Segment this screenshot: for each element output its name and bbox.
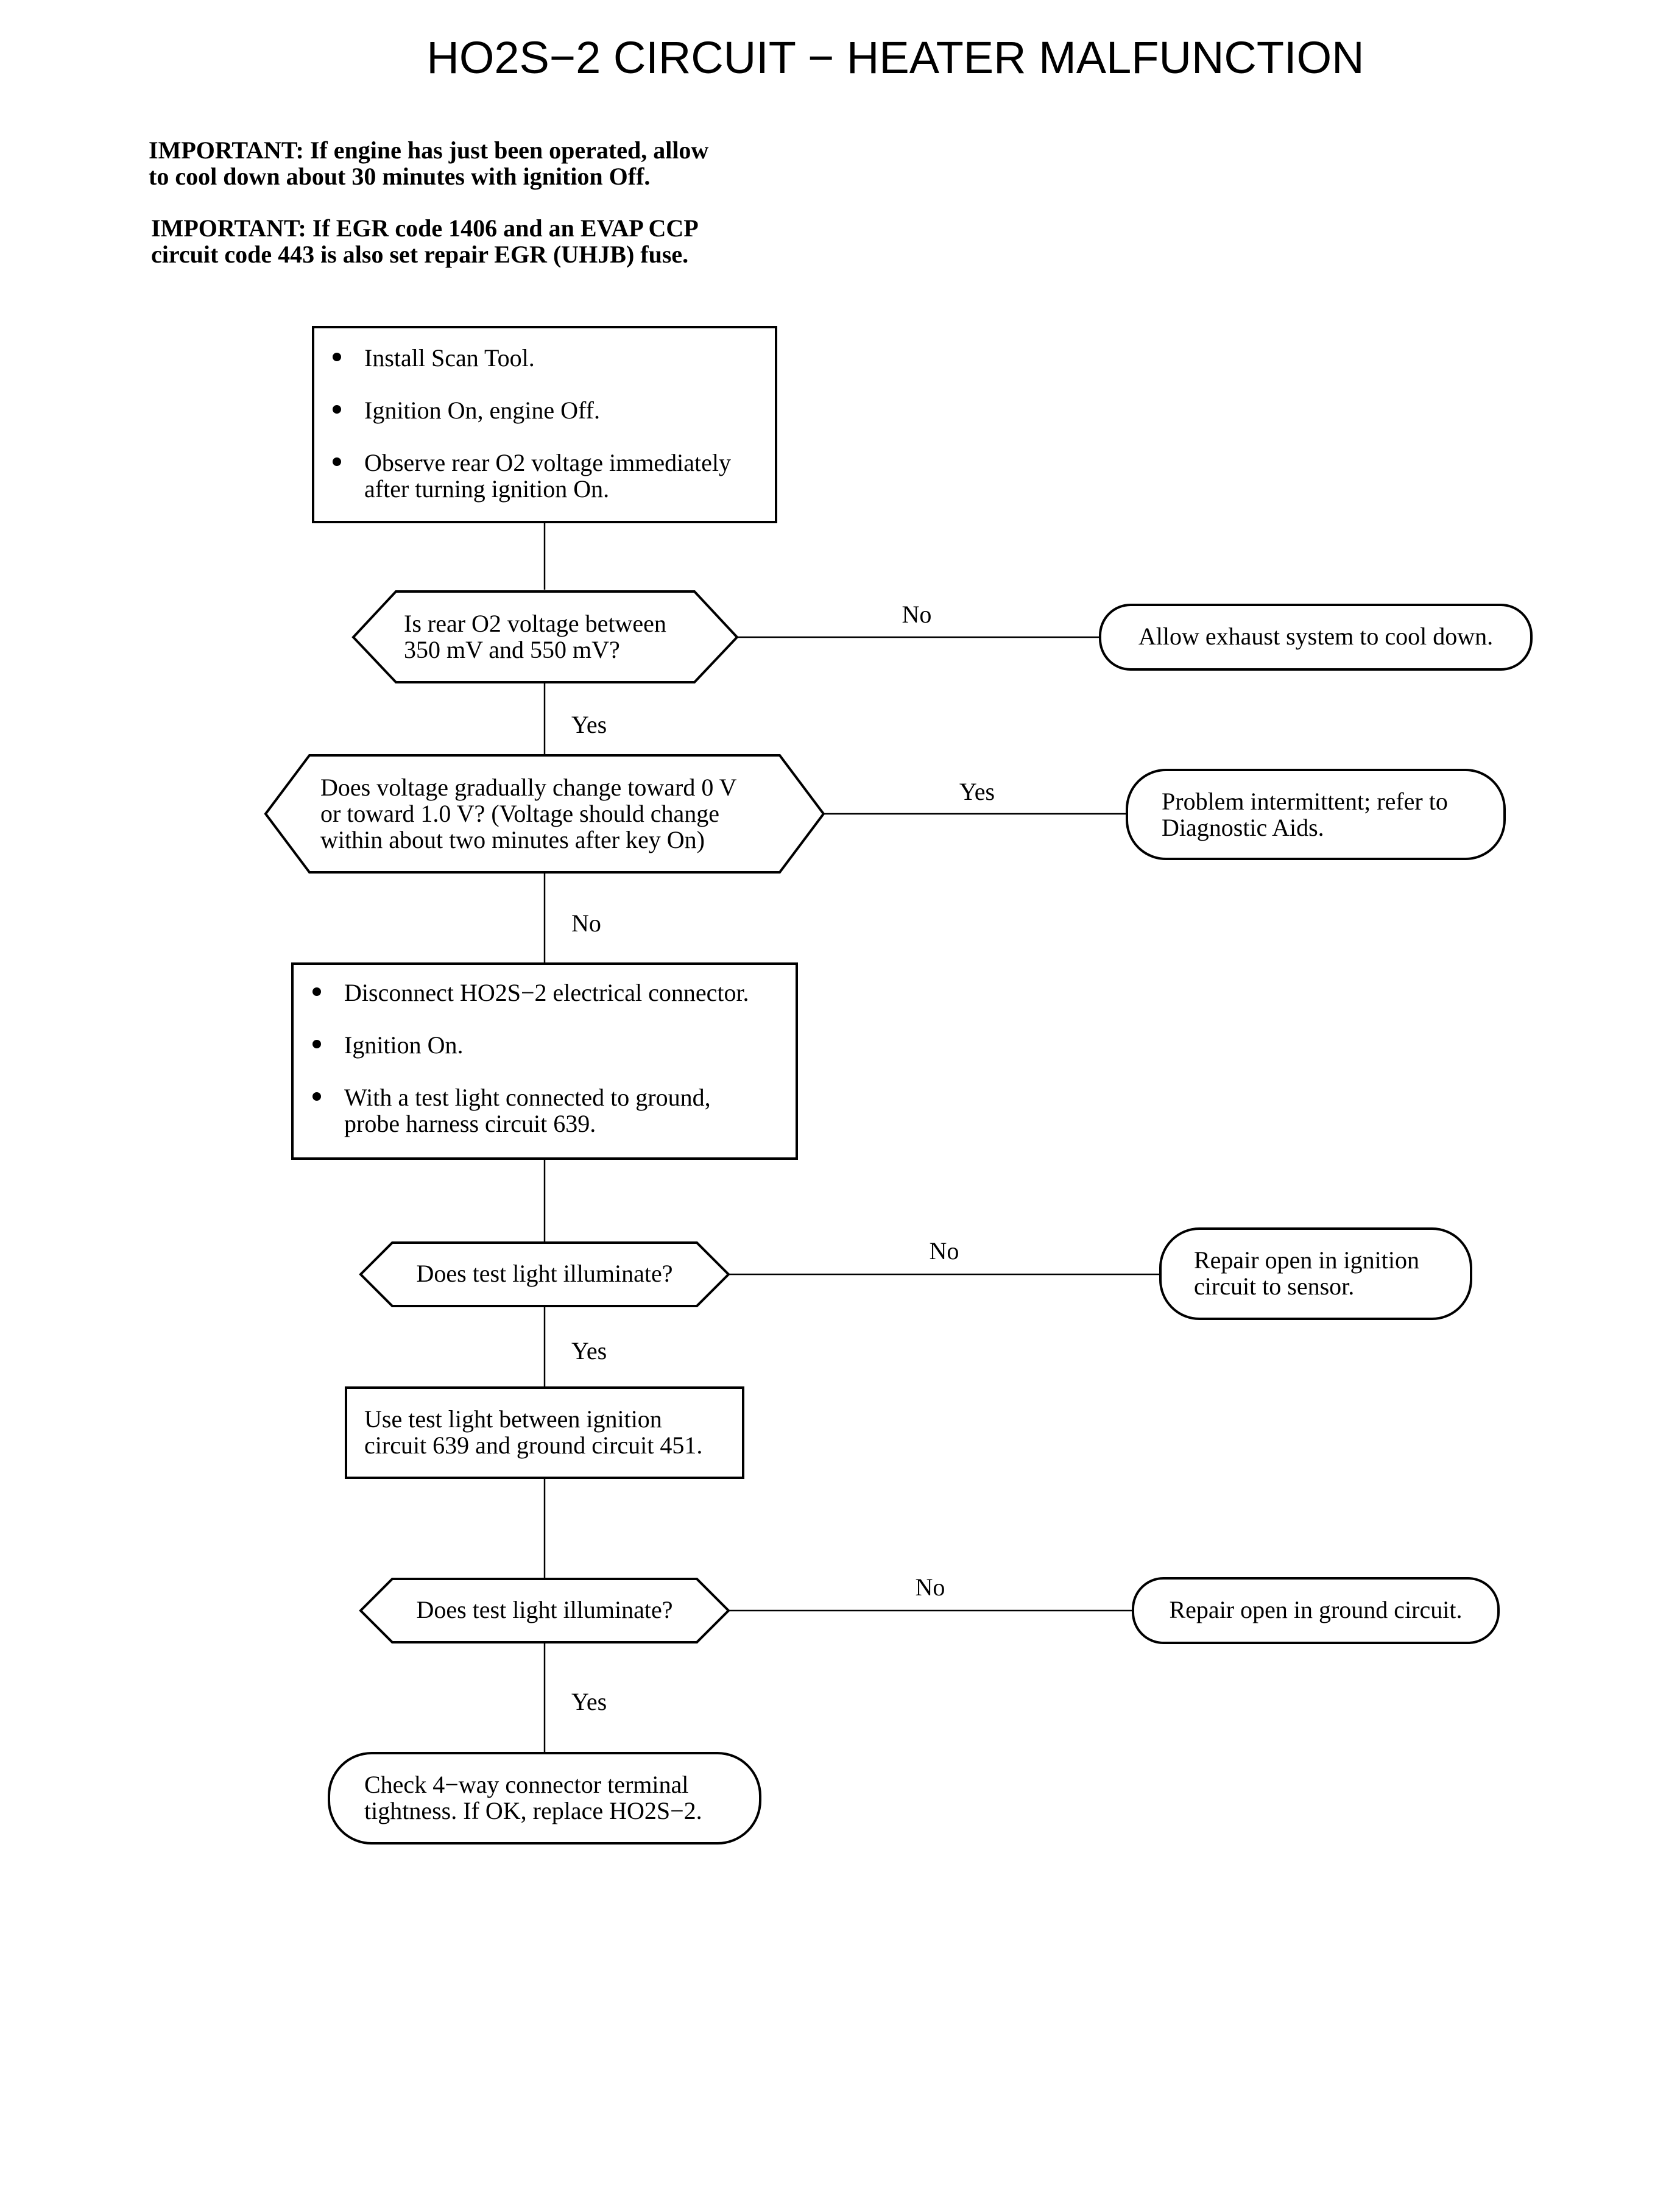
step-disconnect-connector: Disconnect HO2S−2 electrical connector. … [291, 962, 798, 1160]
branch-label-yes: Yes [959, 778, 995, 805]
step-item: probe harness circuit 639. [344, 1110, 596, 1137]
step-item: With a test light connected to ground, [344, 1084, 711, 1111]
result-terminal [1099, 604, 1533, 671]
step-item: Observe rear O2 voltage immediately [364, 449, 731, 476]
branch-label-yes: Yes [571, 1337, 607, 1364]
step-box [291, 962, 798, 1160]
result-text: Problem intermittent; refer to [1162, 788, 1448, 815]
decision-text: or toward 1.0 V? (Voltage should change [320, 800, 719, 827]
step-item: Ignition On, engine Off. [364, 397, 600, 424]
step-item: after turning ignition On. [364, 475, 609, 503]
result-text: circuit to sensor. [1194, 1273, 1354, 1300]
branch-label-no: No [571, 909, 601, 937]
result-terminal [1159, 1227, 1472, 1320]
branch-label-no: No [916, 1573, 945, 1601]
branch-label-no: No [930, 1237, 959, 1265]
branch-label-yes: Yes [571, 1688, 607, 1715]
step-item: Install Scan Tool. [364, 344, 535, 372]
connector-lines [543, 522, 1160, 1753]
decision-hexagon [264, 754, 825, 874]
step-box [345, 1386, 744, 1479]
important-note-cooldown: IMPORTANT: If engine has just been opera… [149, 136, 708, 190]
bullet-icon [333, 457, 341, 466]
final-check-connector: Check 4−way connector terminal tightness… [328, 1752, 761, 1845]
decision-text: Does test light illuminate? [416, 1260, 672, 1287]
step-box [312, 326, 777, 523]
step-item: Disconnect HO2S−2 electrical connector. [344, 979, 749, 1006]
final-text: tightness. If OK, replace HO2S−2. [364, 1797, 702, 1824]
step-item: circuit 639 and ground circuit 451. [364, 1432, 702, 1459]
decision-text: Does voltage gradually change toward 0 V [320, 774, 737, 801]
branch-label-yes: Yes [571, 711, 607, 738]
note-line: IMPORTANT: If engine has just been opera… [149, 136, 708, 164]
result-text: Diagnostic Aids. [1162, 814, 1324, 841]
important-note-egr: IMPORTANT: If EGR code 1406 and an EVAP … [151, 214, 699, 268]
result-text: Repair open in ground circuit. [1170, 1596, 1463, 1623]
result-repair-ignition-circuit: Repair open in ignition circuit to senso… [1159, 1227, 1472, 1320]
branch-label-no: No [902, 601, 932, 628]
step-install-scan-tool: Install Scan Tool. Ignition On, engine O… [312, 326, 777, 523]
final-terminal [328, 1752, 761, 1845]
result-terminal [1132, 1577, 1500, 1644]
decision-test-light-ground: Does test light illuminate? [359, 1578, 730, 1643]
decision-hexagon [359, 1241, 730, 1307]
bullet-icon [312, 1092, 321, 1101]
note-line: circuit code 443 is also set repair EGR … [151, 241, 688, 268]
bullet-icon [333, 405, 341, 414]
decision-voltage-change: Does voltage gradually change toward 0 V… [264, 754, 825, 874]
decision-text: 350 mV and 550 mV? [404, 636, 620, 663]
final-text: Check 4−way connector terminal [364, 1771, 688, 1798]
result-text: Allow exhaust system to cool down. [1138, 623, 1493, 650]
decision-o2-voltage-range: Is rear O2 voltage between 350 mV and 55… [351, 590, 739, 683]
note-line: to cool down about 30 minutes with ignit… [149, 163, 650, 190]
result-cool-down: Allow exhaust system to cool down. [1099, 604, 1533, 671]
result-problem-intermittent: Problem intermittent; refer to Diagnosti… [1126, 769, 1506, 860]
note-line: IMPORTANT: If EGR code 1406 and an EVAP … [151, 214, 699, 242]
decision-text: within about two minutes after key On) [320, 826, 705, 853]
result-repair-ground-circuit: Repair open in ground circuit. [1132, 1577, 1500, 1644]
page-title: HO2S−2 CIRCUIT − HEATER MALFUNCTION [426, 32, 1364, 83]
result-terminal [1126, 769, 1506, 860]
decision-text: Does test light illuminate? [416, 1596, 672, 1623]
decision-hexagon [351, 590, 739, 683]
bullet-icon [333, 353, 341, 361]
step-test-light-ground: Use test light between ignition circuit … [345, 1386, 744, 1479]
bullet-icon [312, 1040, 321, 1048]
step-item: Ignition On. [344, 1031, 464, 1059]
decision-test-light-ignition: Does test light illuminate? [359, 1241, 730, 1307]
result-text: Repair open in ignition [1194, 1246, 1419, 1274]
step-item: Use test light between ignition [364, 1405, 662, 1433]
decision-text: Is rear O2 voltage between [404, 610, 666, 637]
decision-hexagon [359, 1578, 730, 1643]
bullet-icon [312, 987, 321, 996]
